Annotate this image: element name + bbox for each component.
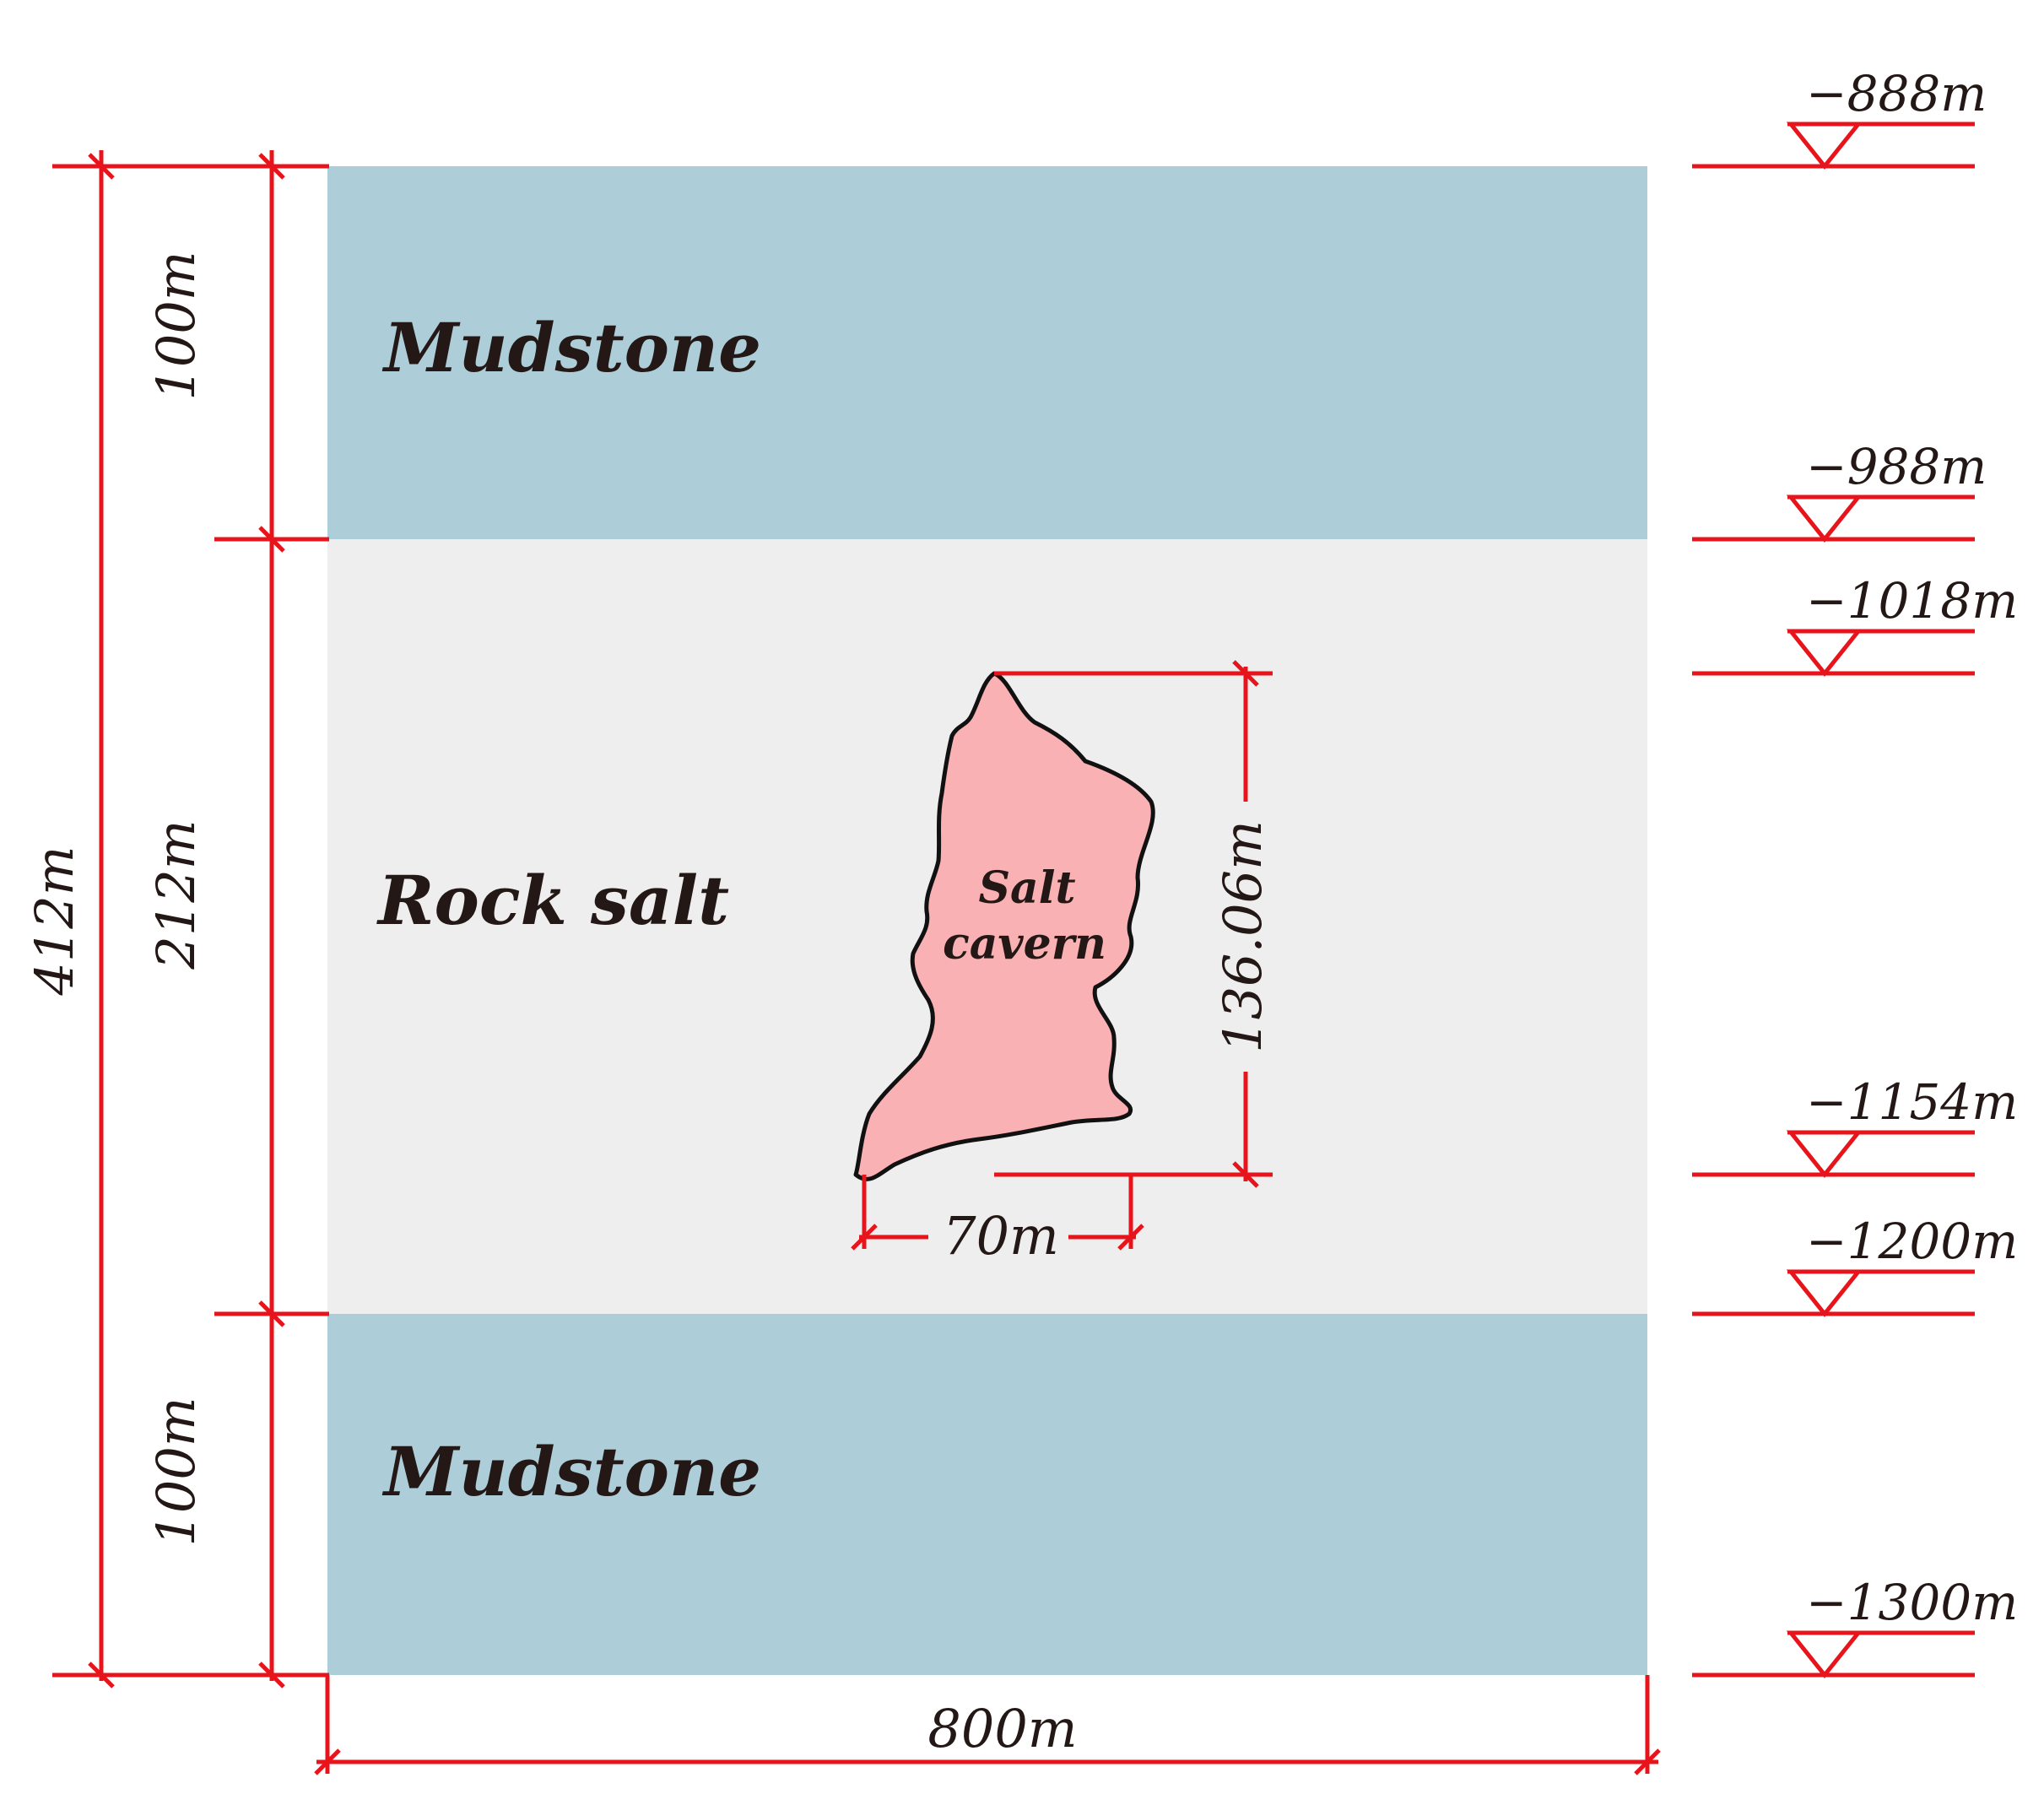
elevation-label: −888m bbox=[1806, 65, 1987, 122]
middle-layer-height-label: 212m bbox=[145, 819, 207, 970]
elevation-triangle bbox=[1786, 1130, 1863, 1179]
mudstone-bottom-layer bbox=[327, 1314, 1647, 1675]
mudstone-bottom-label: Mudstone bbox=[381, 1432, 761, 1511]
elevation-triangle bbox=[1786, 1269, 1863, 1318]
model-width-label: 800m bbox=[927, 1698, 1077, 1759]
elevation-marker: −1300m bbox=[1692, 1574, 2018, 1679]
elevation-marker: −1154m bbox=[1692, 1073, 2018, 1179]
elevation-label: −988m bbox=[1806, 438, 1987, 495]
cavern-label-line2: cavern bbox=[943, 918, 1106, 970]
elevation-markers: −888m −988m −1018m −1154m −1200m −1300m bbox=[1692, 65, 2018, 1679]
cavern-label-line1: Salt bbox=[978, 862, 1075, 914]
elevation-marker: −988m bbox=[1692, 438, 1987, 543]
bottom-layer-height-label: 100m bbox=[145, 1397, 207, 1546]
elevation-marker: −1018m bbox=[1692, 572, 2018, 678]
elevation-triangle bbox=[1786, 494, 1863, 543]
mudstone-top-layer bbox=[327, 166, 1647, 539]
mudstone-top-label: Mudstone bbox=[381, 308, 761, 387]
elevation-triangle bbox=[1786, 122, 1863, 170]
elevation-label: −1300m bbox=[1806, 1574, 2018, 1631]
elevation-label: −1200m bbox=[1806, 1213, 2018, 1270]
rock-salt-label: Rock salt bbox=[376, 861, 729, 940]
top-layer-height-label: 100m bbox=[145, 251, 207, 400]
cavern-height-label: 136.06m bbox=[1212, 820, 1273, 1053]
dimension-lines bbox=[52, 150, 1661, 1775]
elevation-triangle bbox=[1786, 629, 1863, 678]
salt-cavern-shape bbox=[853, 671, 1155, 1181]
elevation-label: −1154m bbox=[1806, 1073, 2018, 1131]
elevation-label: −1018m bbox=[1806, 572, 2018, 630]
total-height-label: 412m bbox=[24, 846, 85, 996]
elevation-marker: −888m bbox=[1692, 65, 1987, 170]
cavern-width-label: 70m bbox=[943, 1205, 1059, 1267]
elevation-triangle bbox=[1786, 1630, 1863, 1679]
elevation-marker: −1200m bbox=[1692, 1213, 2018, 1318]
